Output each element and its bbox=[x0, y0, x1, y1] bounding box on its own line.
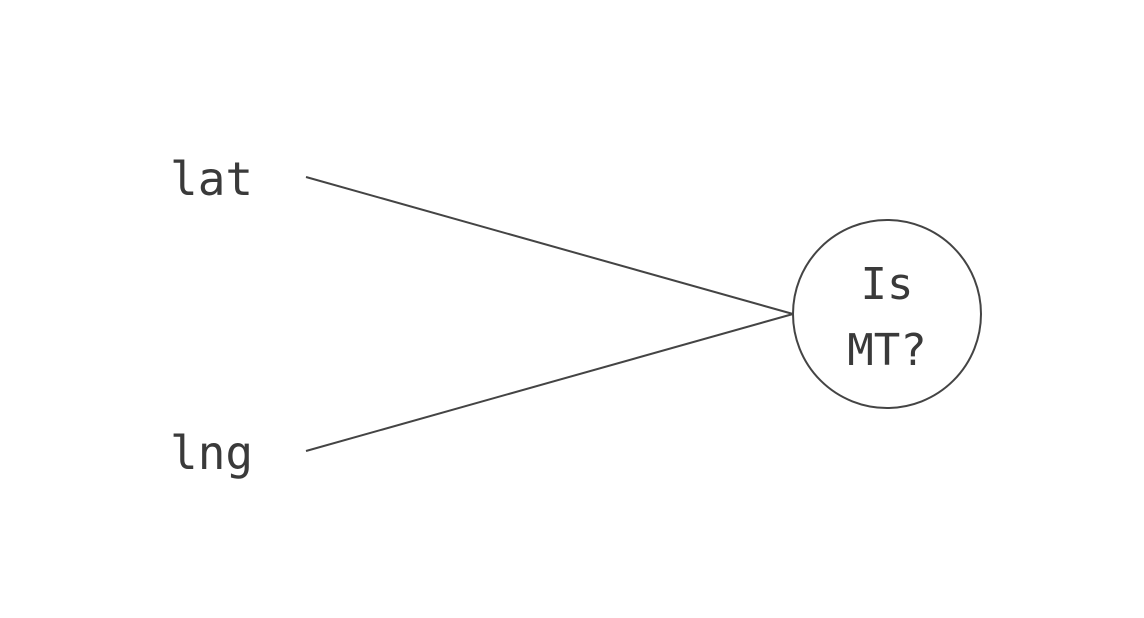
output-node-circle bbox=[792, 219, 982, 409]
output-node-label-line-1: Is bbox=[860, 259, 914, 310]
edge-lat-to-node bbox=[305, 176, 794, 315]
edge-lng-to-node bbox=[305, 313, 794, 452]
input-label-lng: lng bbox=[170, 426, 254, 480]
output-node-label-line-2: MT? bbox=[847, 325, 927, 376]
input-label-lat: lat bbox=[170, 152, 254, 206]
